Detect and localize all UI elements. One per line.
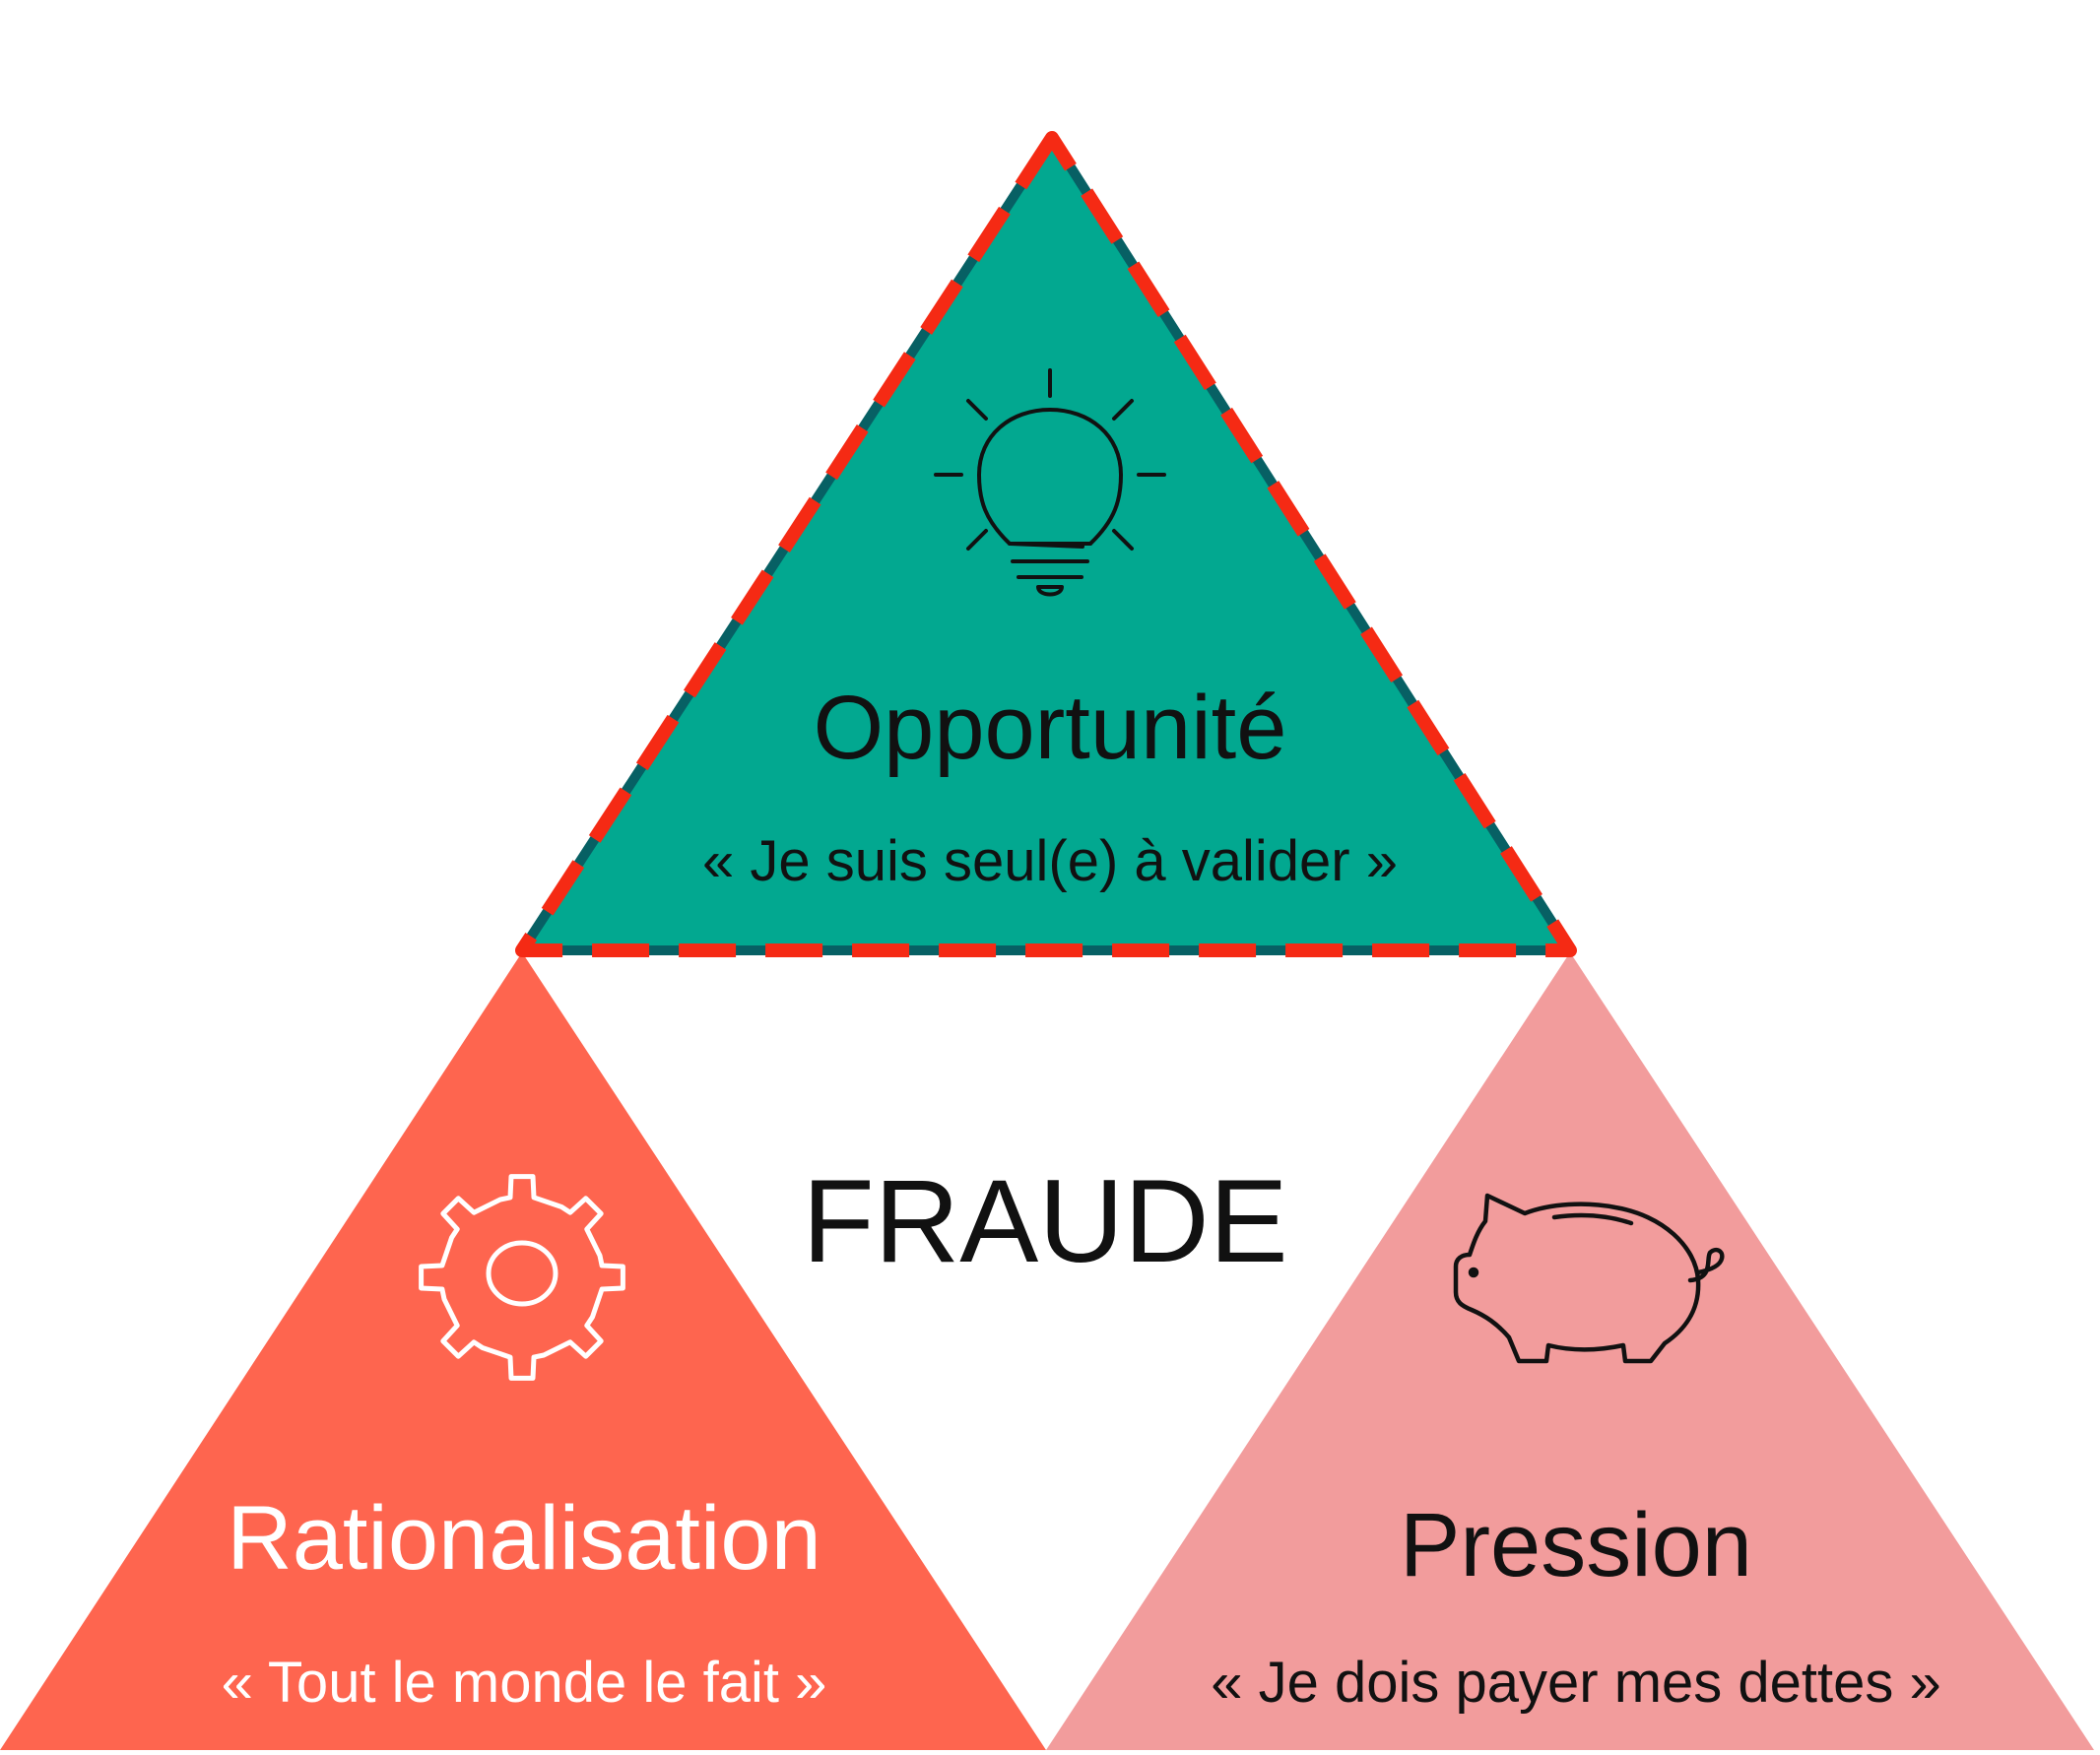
opportunity-quote: « Je suis seul(e) à valider » (702, 829, 1398, 893)
pressure-triangle (1046, 952, 2094, 1750)
rationalisation-title: Rationalisation (227, 1488, 820, 1589)
pressure-title: Pression (1400, 1495, 1752, 1595)
gear-icon (419, 1174, 625, 1381)
piggy-bank-icon (1453, 1193, 1725, 1364)
fraud-center-label: FRAUDE (802, 1155, 1287, 1287)
opportunity-title: Opportunité (814, 678, 1287, 778)
pressure-quote: « Je dois payer mes dettes » (1211, 1651, 1941, 1715)
rationalisation-quote: « Tout le monde le fait » (222, 1651, 827, 1715)
lightbulb-icon (934, 368, 1166, 597)
rationalisation-triangle (0, 952, 1046, 1750)
opportunity-dashed-outline (515, 131, 1577, 957)
